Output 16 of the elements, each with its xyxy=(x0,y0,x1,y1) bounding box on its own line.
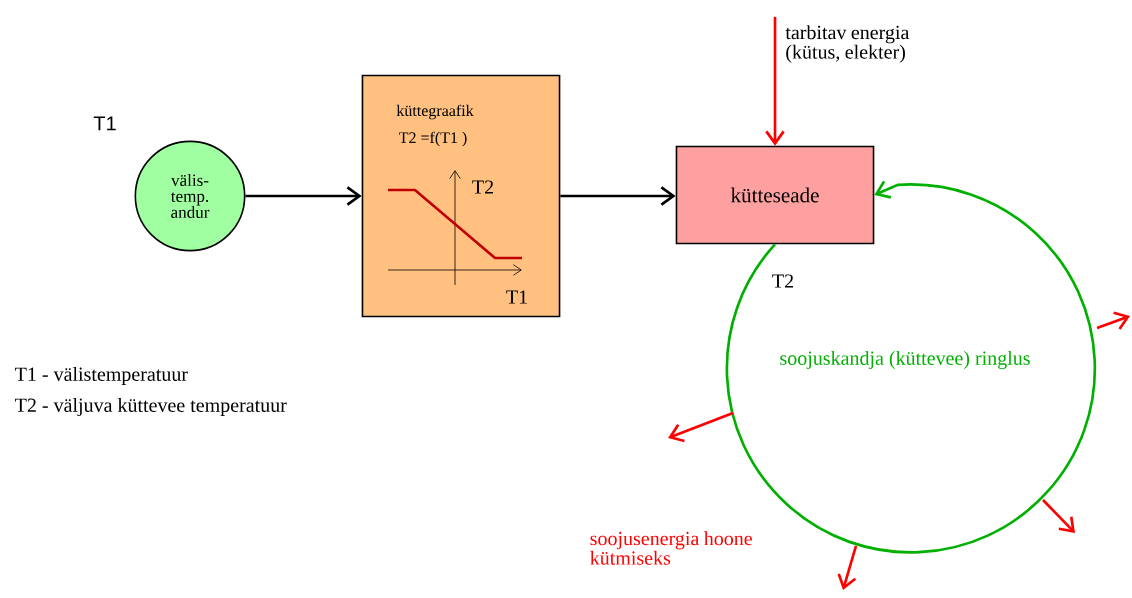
sensor-label: T1 xyxy=(93,116,116,131)
arrow xyxy=(560,186,676,206)
arrow xyxy=(245,186,362,206)
heat-note: soojusenergia hoone kütmiseks xyxy=(590,531,752,565)
formula-text: T2 =f(T1 ) xyxy=(399,131,467,147)
legend-text: T2 - väljuva küttevee temperatuur xyxy=(15,397,287,417)
circulation-loop xyxy=(725,180,1096,554)
axis-label: T1 xyxy=(506,290,527,304)
edge-label: soojuskandja (küttevee) ringlus xyxy=(778,349,1032,371)
chart-title: küttegraafik xyxy=(396,104,474,120)
temperature-label: T2 xyxy=(772,274,793,288)
energy-note: tarbitav energia (kütus, elekter) xyxy=(785,25,910,63)
legend-text: T1 - välistemperatuur xyxy=(15,366,188,386)
axis-label: T2 xyxy=(472,180,493,194)
arrow xyxy=(765,16,785,146)
device-box: kütteseade xyxy=(675,145,875,245)
